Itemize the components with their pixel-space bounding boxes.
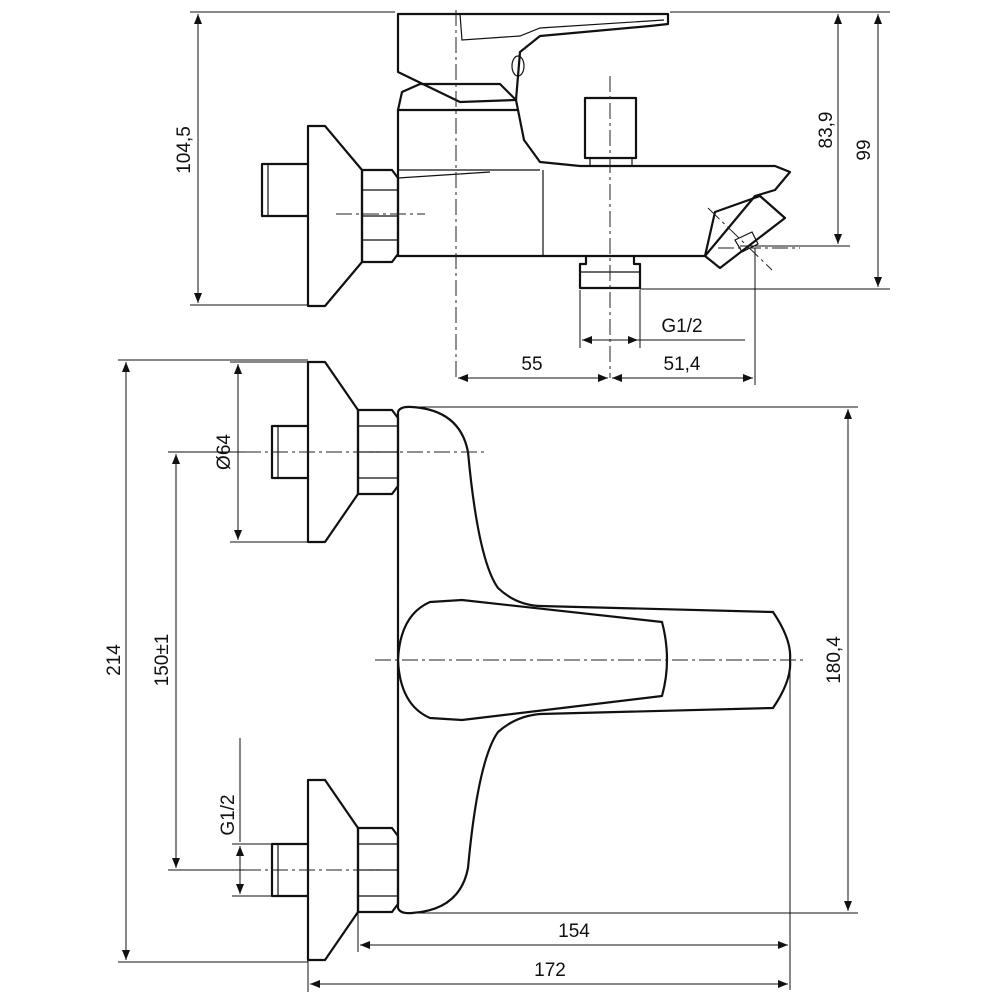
side-inlet-pipe	[260, 162, 310, 218]
dim-spout-offset: 51,4	[664, 354, 701, 375]
dim-body-projection: 154	[558, 921, 590, 942]
side-mixer-body	[396, 108, 792, 258]
dim-outlet-offset: 55	[521, 354, 542, 375]
side-lever	[396, 12, 670, 104]
top-dimensions: Ø64 214 150±1 G1/2 180,4 154 172	[104, 359, 858, 992]
side-dimensions: 104,5 83,9 99 G1/2 55 51,4	[174, 11, 890, 385]
side-diverter-knob	[583, 96, 638, 160]
dim-outlet-thread-top: G1/2	[661, 316, 702, 337]
dim-inlet-spacing: 150±1	[152, 634, 173, 687]
side-spout-aerator	[703, 194, 787, 270]
dim-overall-length: 214	[104, 644, 125, 676]
dim-mixer-height: 104,5	[174, 126, 195, 174]
dim-inlet-thread: G1/2	[218, 794, 239, 835]
dim-body-length: 180,4	[824, 636, 845, 684]
side-view	[260, 10, 800, 380]
dim-overall-height: 99	[854, 139, 875, 160]
side-wall-rosette	[306, 124, 364, 308]
side-cartridge-neck	[396, 82, 520, 112]
dim-spout-height: 83,9	[816, 112, 837, 149]
dim-overall-projection: 172	[534, 960, 566, 981]
top-view	[245, 360, 805, 962]
top-lever	[396, 598, 669, 722]
side-lever-groove	[459, 13, 665, 41]
